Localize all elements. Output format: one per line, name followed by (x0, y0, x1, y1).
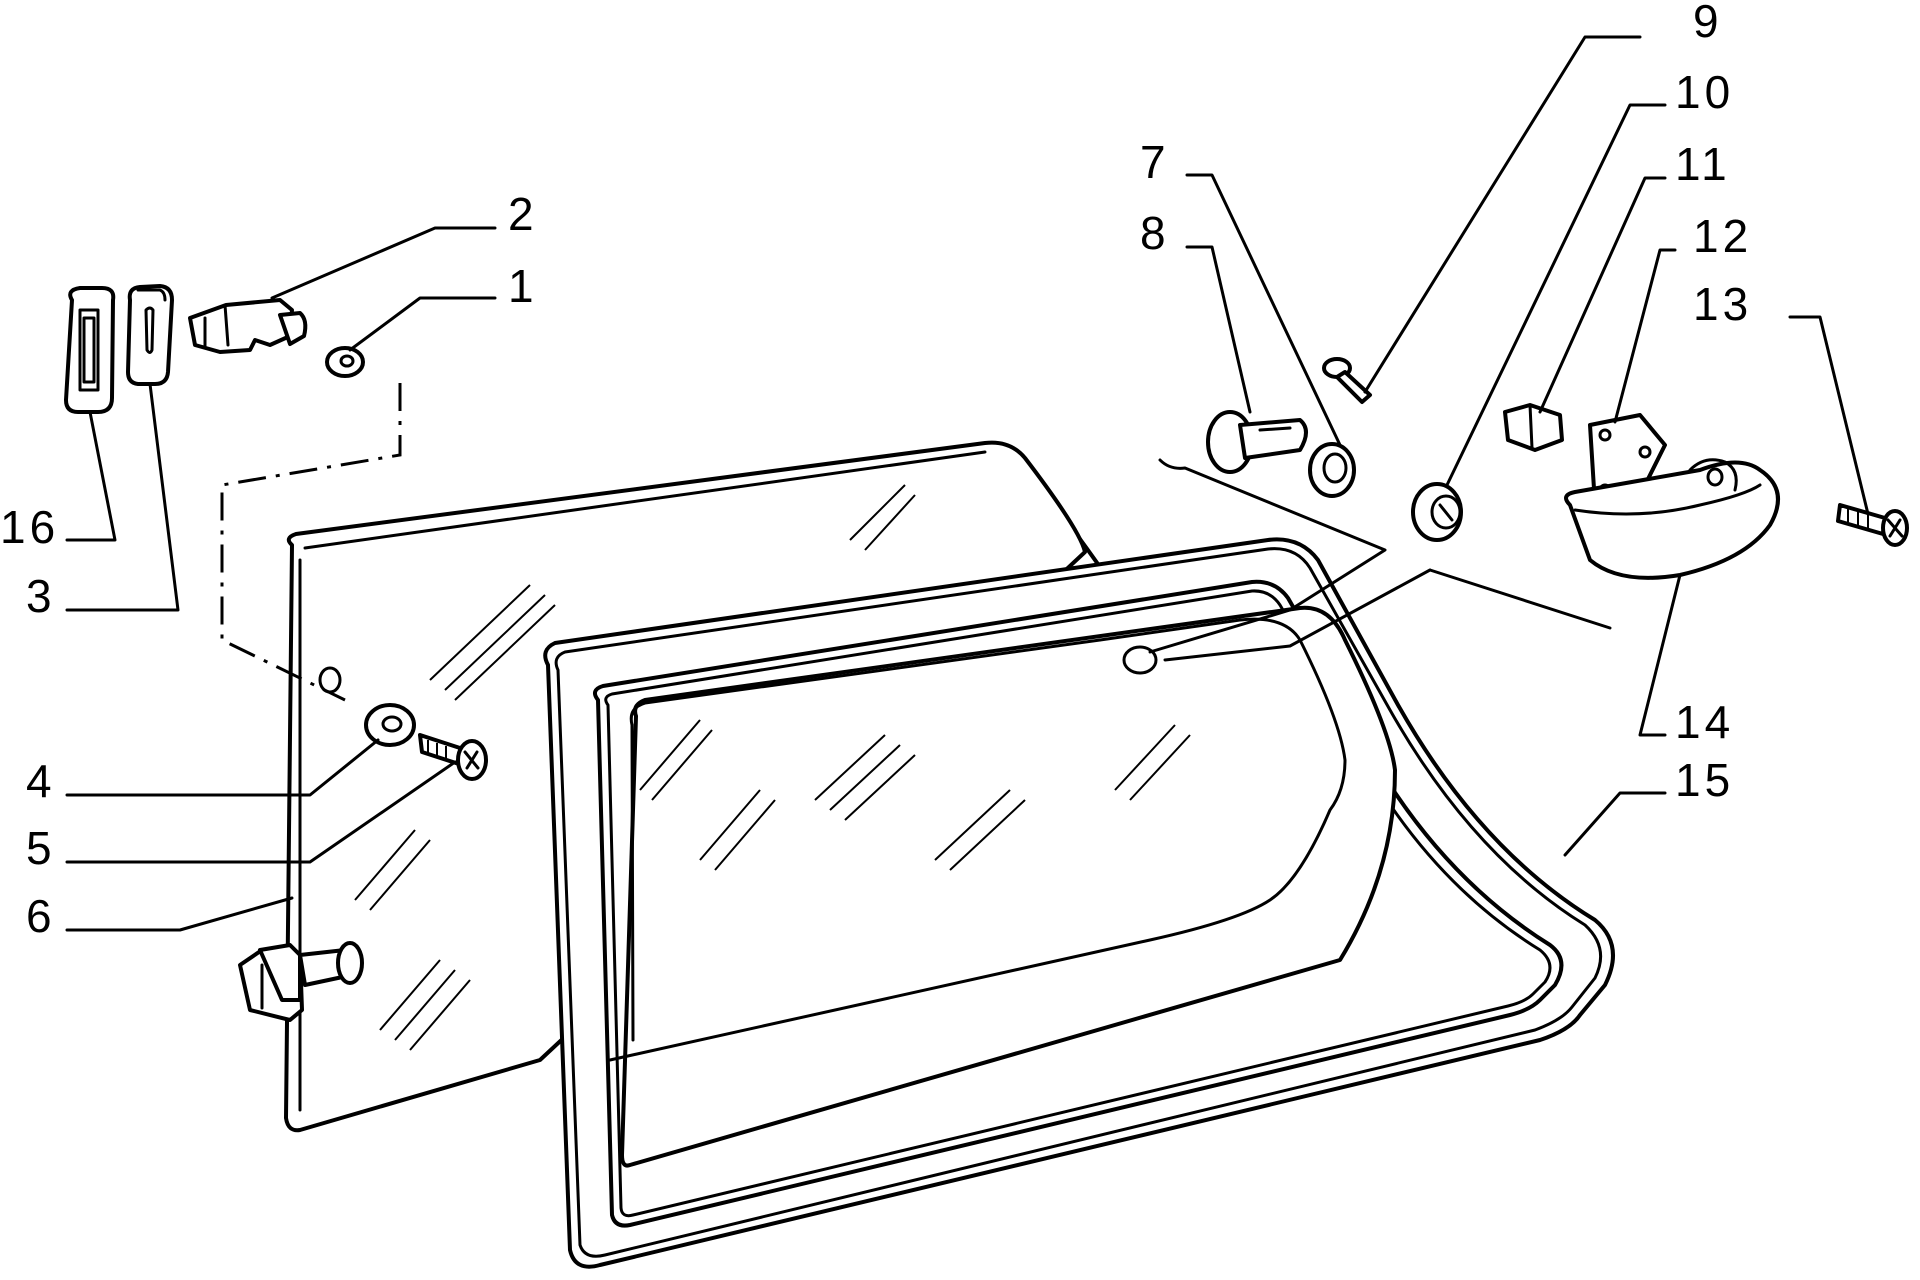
clip-nut-11 (1503, 403, 1564, 452)
callout-4: 4 (26, 755, 56, 807)
screw-13 (1836, 503, 1909, 547)
callout-1: 1 (508, 260, 538, 312)
hinge-bracket-14 (1564, 458, 1780, 580)
callout-3: 3 (26, 570, 56, 622)
callout-14: 14 (1675, 696, 1734, 748)
callout-12: 12 (1693, 210, 1752, 262)
screw-5 (418, 733, 488, 781)
bushing-4 (364, 703, 416, 747)
hinge-guide-lines (1148, 458, 1612, 662)
latch-handle-2 (188, 298, 308, 354)
callout-16: 16 (0, 501, 59, 553)
callout-8: 8 (1140, 207, 1170, 259)
latch-cover-3 (126, 284, 174, 386)
latch-gasket-16 (64, 286, 116, 414)
callout-6: 6 (26, 890, 56, 942)
pin-9 (1322, 357, 1372, 404)
washer-7 (1308, 442, 1356, 498)
callout-15: 15 (1675, 754, 1734, 806)
callout-2: 2 (508, 188, 538, 240)
grommet-10 (1411, 482, 1463, 542)
callout-5: 5 (26, 822, 56, 874)
callout-7: 7 (1140, 136, 1170, 188)
callout-13: 13 (1693, 278, 1752, 330)
glass-latch (238, 941, 364, 1022)
callout-10: 10 (1675, 66, 1734, 118)
window-seal-frame (543, 537, 1615, 1269)
washer-1 (325, 346, 365, 378)
leader-lines (65, 35, 1870, 932)
callout-11: 11 (1675, 138, 1731, 190)
hinge-stud-8 (1206, 410, 1308, 474)
callout-9: 9 (1693, 0, 1723, 47)
